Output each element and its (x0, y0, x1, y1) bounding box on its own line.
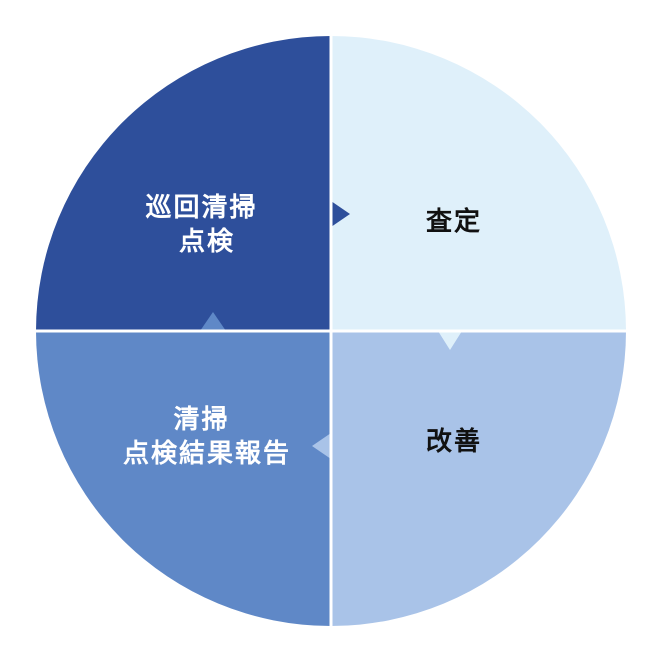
label-top-left: 巡回清掃 点検 (145, 193, 268, 257)
label-top-left-line-1: 巡回清掃 (145, 193, 257, 223)
quadrant-top-right (331, 36, 626, 331)
label-bottom-left-line-1: 清掃 (173, 405, 229, 435)
quadrant-bottom-right (331, 331, 626, 626)
label-top-right: 査定 (426, 206, 482, 237)
arrow-up-icon (200, 312, 226, 331)
label-bottom-right: 改善 (426, 426, 482, 457)
quadrant-bottom-left (36, 331, 331, 626)
label-bottom-left: 清掃 点検結果報告 (123, 405, 291, 469)
arrow-left-icon (312, 433, 331, 459)
label-top-right-line-1: 査定 (426, 206, 482, 237)
arrow-down-icon (438, 331, 462, 350)
arrow-right-icon (331, 201, 350, 227)
label-bottom-right-line-1: 改善 (426, 426, 482, 457)
quadrant-top-left (36, 36, 331, 331)
label-top-left-line-2: 点検 (179, 226, 235, 257)
label-bottom-left-line-2: 点検結果報告 (123, 438, 291, 469)
